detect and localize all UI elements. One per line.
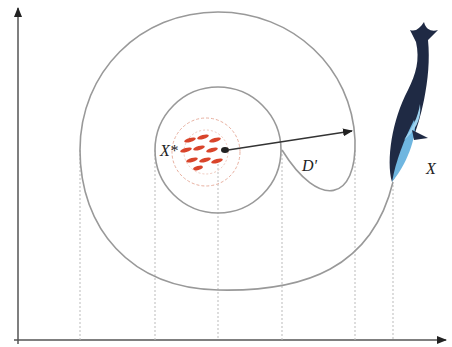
- y-axis: [17, 8, 19, 344]
- spiral-path: [80, 12, 393, 290]
- inner-circle: [155, 87, 281, 213]
- point-label: X*: [158, 142, 180, 160]
- drop-lines: [80, 150, 393, 340]
- x-axis: [14, 339, 446, 341]
- point-label: D': [300, 157, 319, 175]
- fish-school: [180, 134, 229, 172]
- prey-circle: [184, 130, 228, 174]
- point-label: X: [424, 160, 438, 178]
- prey-circle: [172, 118, 240, 186]
- distance-arrow: [228, 131, 352, 150]
- whale-figure: [390, 22, 438, 182]
